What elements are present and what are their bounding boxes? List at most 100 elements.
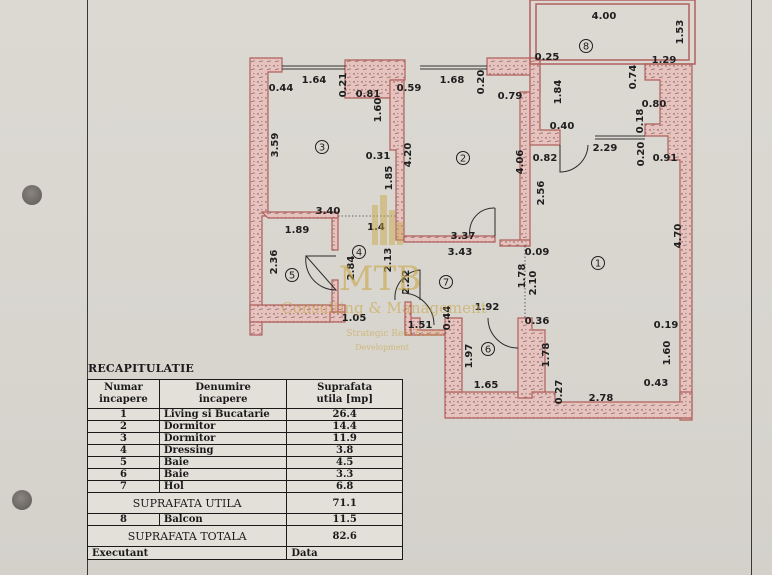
dimension-label: 3.59 [270, 133, 281, 158]
dimension-label: 1.60 [662, 341, 673, 366]
room-number: 5 [87, 456, 160, 469]
room-area: 4.5 [286, 456, 403, 469]
dimension-label: 0.43 [644, 378, 669, 389]
watermark-line1: Consulting & Management [281, 299, 486, 317]
room-marker-8: 8 [579, 39, 593, 53]
dimension-label: 0.09 [525, 247, 550, 258]
dimension-label: 3.40 [316, 206, 341, 217]
dimension-label: 2.78 [589, 393, 614, 404]
dimension-label: 4.20 [403, 143, 414, 168]
room-marker-2: 2 [456, 151, 470, 165]
dimension-label: 0.36 [525, 316, 550, 327]
total-area-label: SUPRAFATA TOTALA [86, 525, 288, 547]
dimension-label: 1.85 [384, 166, 395, 191]
punch-hole-top [22, 185, 42, 205]
dimension-label: 0.40 [550, 121, 575, 132]
room-name: Hol [158, 480, 288, 493]
watermark-brand: MTB [339, 259, 421, 299]
room-name: Dormitor [158, 420, 288, 433]
dimension-label: 1.65 [474, 380, 499, 391]
room-number: 2 [87, 420, 160, 433]
dimension-label: 0.82 [533, 153, 558, 164]
dimension-label: 1.92 [475, 302, 500, 313]
doors [304, 144, 589, 349]
dimension-label: 2.56 [536, 181, 547, 206]
room-number: 1 [87, 408, 160, 421]
dimension-label: 1.78 [541, 343, 552, 368]
dimension-label: 4.06 [515, 150, 526, 175]
dimension-label: 2.36 [269, 250, 280, 275]
dimension-label: 0.44 [269, 83, 294, 94]
room-marker-1: 1 [591, 256, 605, 270]
dimension-label: 1.84 [553, 80, 564, 105]
dimension-label: 3.43 [448, 247, 473, 258]
dimension-label: 0.81 [356, 89, 381, 100]
room-number: 6 [87, 468, 160, 481]
watermark-logo: MTB Consulting & Management Strategic Re… [281, 195, 487, 352]
room-name: Balcon [158, 513, 288, 526]
dimension-label: 2.22 [401, 270, 412, 295]
margin-line-left [87, 0, 88, 575]
room-name: Baie [158, 468, 288, 481]
room-area: 3.8 [286, 444, 403, 457]
recap-title: RECAPITULATIE [88, 362, 194, 375]
dimension-label: 4.70 [673, 224, 684, 249]
svg-text:7: 7 [443, 278, 449, 289]
svg-text:6: 6 [485, 345, 491, 356]
room-name: Living si Bucatarie [158, 408, 288, 421]
dimension-label: 1.53 [675, 20, 686, 45]
room-marker-4: 4 [352, 245, 366, 259]
dimension-label: 1.60 [373, 98, 384, 123]
dimension-label: 0.20 [636, 142, 647, 167]
useful-area-value: 71.1 [286, 492, 403, 514]
dimension-label: 0.59 [397, 83, 422, 94]
dimension-label: 1.51 [408, 320, 433, 331]
dimension-label: 1.89 [285, 225, 310, 236]
dimension-label: 0.44 [442, 306, 453, 331]
room-number: 3 [87, 432, 160, 445]
total-area-value: 82.6 [286, 525, 403, 547]
room-name: Dressing [158, 444, 288, 457]
dimension-label: 1.29 [652, 55, 677, 66]
dimension-label: 0.79 [498, 91, 523, 102]
room-marker-7: 7 [439, 275, 453, 289]
dimension-label: 0.21 [338, 73, 349, 98]
room-marker-5: 5 [285, 268, 299, 282]
dimension-label: 1.4 [367, 222, 385, 233]
room-area: 11.9 [286, 432, 403, 445]
dimension-label: 1.64 [302, 75, 327, 86]
dimension-label: 0.31 [366, 151, 391, 162]
dimension-label: 0.80 [642, 99, 667, 110]
room-number: 8 [87, 513, 160, 526]
room-area: 6.8 [286, 480, 403, 493]
dimension-label: 2.13 [383, 248, 394, 273]
dimension-label: 1.78 [517, 264, 528, 289]
windows [282, 65, 645, 140]
svg-text:4: 4 [356, 248, 362, 259]
dotted-lines [338, 215, 526, 318]
useful-area-label: SUPRAFATA UTILA [86, 492, 288, 514]
room-area: 14.4 [286, 420, 403, 433]
svg-text:5: 5 [289, 271, 295, 282]
svg-text:2: 2 [460, 154, 466, 165]
room-area: 3.3 [286, 468, 403, 481]
balcony-outline [529, 0, 696, 65]
svg-text:3: 3 [319, 143, 325, 154]
room-number-markers: 1 2 3 4 5 6 7 8 [285, 39, 605, 356]
dimension-label: 0.91 [653, 153, 678, 164]
dimension-label: 3.37 [451, 231, 476, 242]
dimension-label: 0.20 [476, 70, 487, 95]
